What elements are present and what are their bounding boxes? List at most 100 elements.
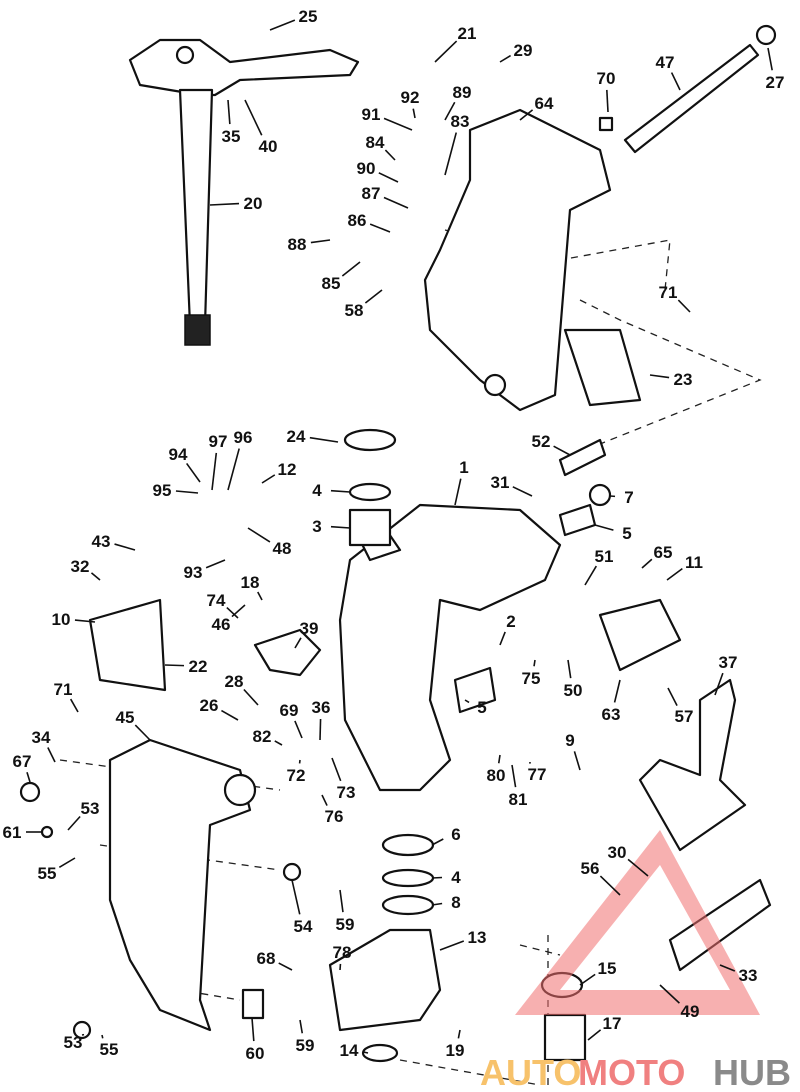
- leader-line: [257, 591, 263, 601]
- leader-line: [221, 709, 239, 721]
- callout-84: 84: [366, 133, 396, 161]
- leader-line: [209, 202, 240, 206]
- leader-line: [319, 718, 322, 741]
- callout-89: 89: [444, 83, 471, 121]
- callout-number: 32: [71, 557, 90, 576]
- leader-line: [606, 89, 609, 113]
- leader-line: [299, 1019, 304, 1034]
- callout-number: 60: [246, 1044, 265, 1063]
- callout-number: 85: [322, 274, 341, 293]
- callout-number: 18: [241, 573, 260, 592]
- callout-59: 59: [336, 889, 354, 934]
- leader-line: [227, 448, 240, 491]
- leader-line: [457, 1029, 461, 1039]
- callout-78: 78: [333, 943, 351, 971]
- leader-line: [499, 54, 512, 63]
- leader-line: [613, 679, 621, 703]
- callout-72: 72: [287, 759, 305, 785]
- leader-line: [667, 687, 678, 706]
- callout-88: 88: [288, 235, 331, 254]
- callout-52: 52: [532, 432, 571, 456]
- callout-number: 65: [654, 543, 673, 562]
- watermark-auto: AUTO: [480, 1052, 581, 1092]
- callout-number: 84: [366, 133, 385, 152]
- leader-line: [719, 964, 736, 972]
- leader-line: [511, 764, 517, 788]
- callout-81: 81: [509, 764, 527, 809]
- leader-line: [431, 876, 443, 879]
- callout-number: 70: [597, 69, 616, 88]
- callout-number: 34: [32, 728, 51, 747]
- callout-10: 10: [52, 610, 96, 629]
- callout-59: 59: [296, 1019, 314, 1055]
- callout-54: 54: [291, 879, 313, 936]
- callout-13: 13: [439, 928, 486, 951]
- callout-5: 5: [594, 524, 632, 543]
- leader-line: [533, 659, 536, 667]
- watermark-moto: MOTO: [578, 1052, 685, 1092]
- callout-47: 47: [656, 53, 681, 91]
- callout-93: 93: [184, 559, 226, 582]
- leader-line: [364, 289, 383, 304]
- callout-74: 74: [207, 591, 239, 619]
- leader-line: [309, 436, 339, 443]
- callout-number: 55: [38, 864, 57, 883]
- callout-number: 94: [169, 445, 188, 464]
- callout-number: 50: [564, 681, 583, 700]
- leader-line: [499, 631, 506, 646]
- callout-number: 20: [244, 194, 263, 213]
- callout-number: 88: [288, 235, 307, 254]
- leader-line: [714, 672, 724, 696]
- callout-number: 51: [595, 547, 614, 566]
- callout-number: 69: [280, 701, 299, 720]
- callout-number: 55: [100, 1040, 119, 1059]
- leader-line: [74, 619, 96, 623]
- callout-number: 91: [362, 105, 381, 124]
- callout-65: 65: [641, 543, 673, 569]
- callout-77: 77: [528, 761, 546, 784]
- callout-number: 61: [3, 823, 22, 842]
- leader-line: [767, 47, 773, 71]
- callout-8: 8: [431, 893, 461, 912]
- callout-39: 39: [294, 619, 318, 649]
- callout-number: 23: [674, 370, 693, 389]
- callout-number: 82: [253, 727, 272, 746]
- callout-number: 30: [608, 843, 627, 862]
- callout-90: 90: [357, 159, 399, 183]
- leader-line: [294, 720, 303, 739]
- callout-80: 80: [487, 754, 505, 785]
- callout-number: 36: [312, 698, 331, 717]
- swivel-bracket-main: [338, 503, 562, 792]
- leader-line: [67, 815, 81, 831]
- callout-40: 40: [244, 99, 277, 156]
- callout-15: 15: [579, 959, 616, 986]
- callout-number: 58: [345, 301, 364, 320]
- leader-line: [512, 486, 533, 497]
- callout-number: 76: [325, 807, 344, 826]
- callout-4: 4: [431, 868, 461, 887]
- callout-number: 31: [491, 473, 510, 492]
- callout-55: 55: [100, 1034, 119, 1059]
- callout-number: 10: [52, 610, 71, 629]
- leader-line: [205, 559, 226, 569]
- callout-number: 29: [514, 41, 533, 60]
- callout-2: 2: [499, 612, 516, 646]
- callout-number: 43: [92, 532, 111, 551]
- callout-number: 19: [446, 1041, 465, 1060]
- callout-87: 87: [362, 184, 409, 209]
- callout-number: 97: [209, 432, 228, 451]
- callout-number: 48: [273, 539, 292, 558]
- leader-line: [464, 699, 470, 704]
- callout-43: 43: [92, 532, 136, 551]
- callout-number: 57: [675, 707, 694, 726]
- callout-number: 75: [522, 669, 541, 688]
- callout-number: 64: [535, 94, 554, 113]
- callout-number: 2: [506, 612, 515, 631]
- callout-32: 32: [71, 557, 101, 581]
- callout-number: 49: [681, 1002, 700, 1021]
- leader-line: [114, 543, 136, 551]
- callout-number: 12: [278, 460, 297, 479]
- leader-line: [278, 962, 293, 971]
- lower-swivel-parts: [19, 428, 772, 1063]
